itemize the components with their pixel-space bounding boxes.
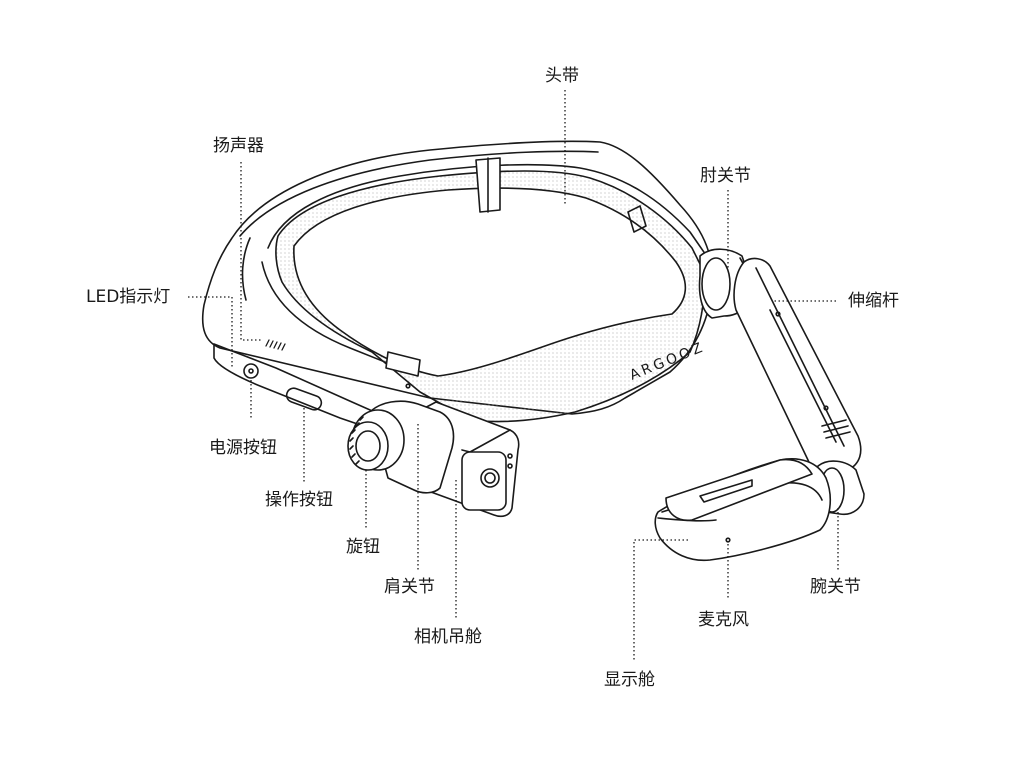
- camera-lens: [480, 468, 500, 488]
- label-telescopic-rod: 伸缩杆: [848, 291, 899, 311]
- label-wrist-joint: 腕关节: [810, 577, 861, 597]
- microphone: [725, 537, 731, 543]
- label-headband: 头带: [545, 66, 579, 86]
- leader-lines: [188, 90, 839, 660]
- label-operation-button: 操作按钮: [265, 490, 333, 510]
- label-elbow-joint: 肘关节: [700, 166, 751, 186]
- label-camera-pod: 相机吊舱: [414, 627, 482, 647]
- label-shoulder-joint: 肩关节: [384, 577, 435, 597]
- label-microphone: 麦克风: [698, 610, 749, 630]
- headband-shell: [201, 140, 714, 415]
- telescopic-rod: [733, 257, 862, 481]
- label-led-indicator: LED指示灯: [86, 287, 171, 307]
- label-display-pod: 显示舱: [604, 670, 655, 690]
- label-knob: 旋钮: [346, 537, 380, 557]
- knob[interactable]: [347, 409, 405, 471]
- speaker-grille: [265, 339, 286, 351]
- headband-strap: [267, 163, 709, 259]
- label-speaker: 扬声器: [213, 136, 264, 156]
- label-power-button: 电源按钮: [209, 438, 277, 458]
- led-indicator: [248, 368, 254, 374]
- operation-button[interactable]: [285, 386, 324, 411]
- power-button[interactable]: [243, 363, 259, 379]
